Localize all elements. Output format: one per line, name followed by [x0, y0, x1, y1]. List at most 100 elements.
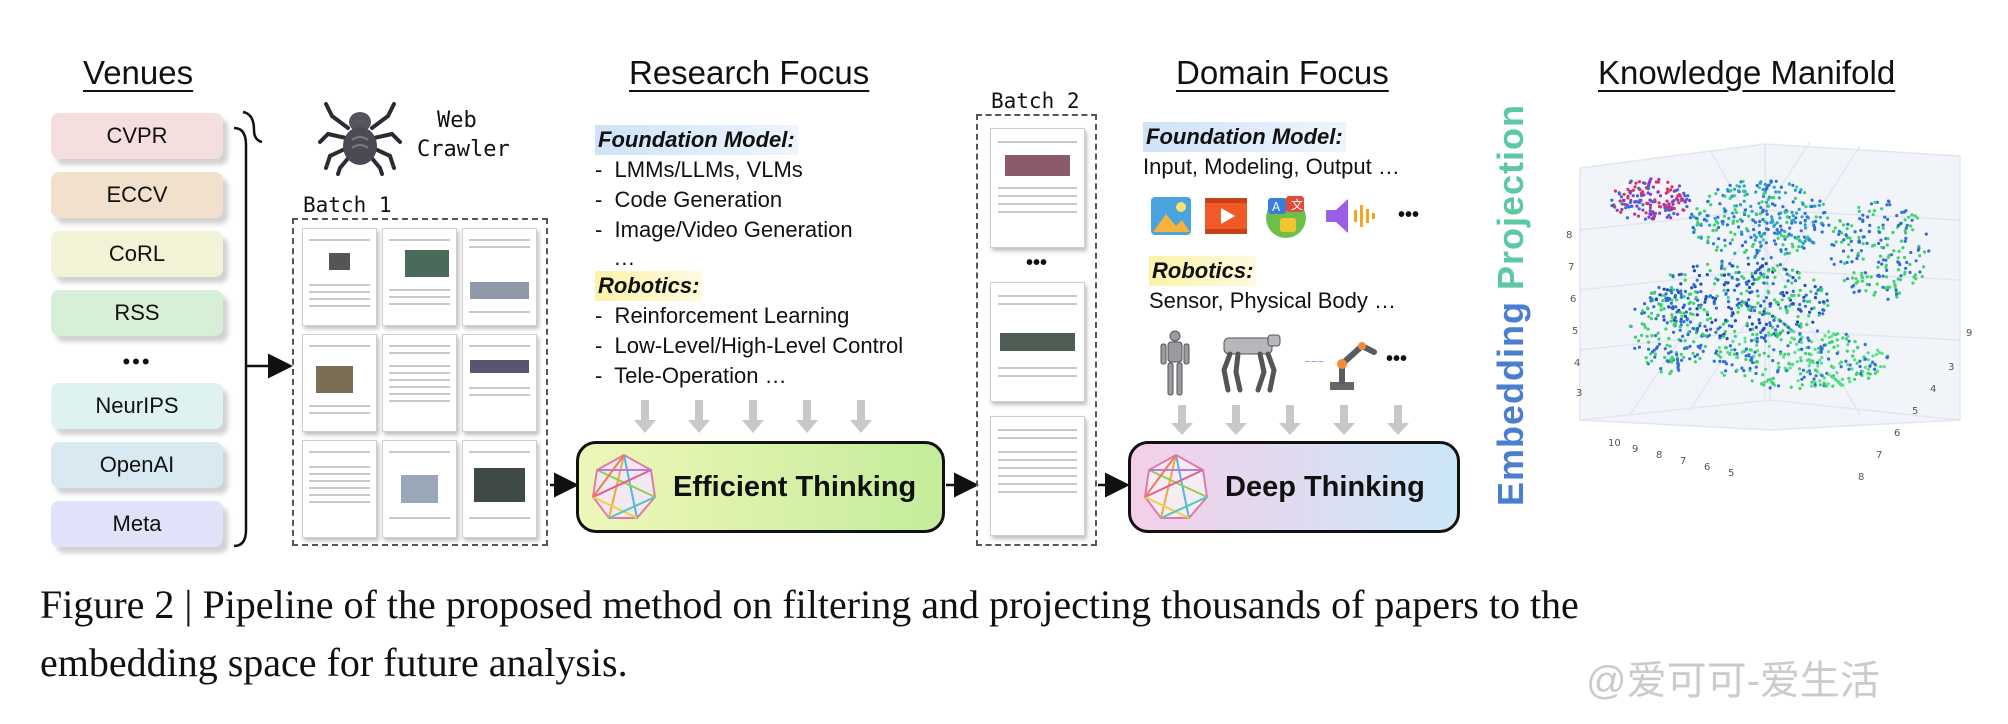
embedding-point	[1692, 283, 1695, 286]
embedding-point	[1694, 290, 1697, 293]
embedding-point	[1729, 189, 1732, 192]
embedding-point	[1665, 292, 1668, 295]
embedding-point	[1610, 199, 1613, 202]
embedding-point	[1809, 361, 1812, 364]
embedding-point	[1638, 180, 1641, 183]
embedding-point	[1660, 370, 1663, 373]
embedding-point	[1726, 289, 1729, 292]
embedding-point	[1655, 347, 1658, 350]
embedding-point	[1768, 196, 1771, 199]
embedding-point	[1731, 264, 1734, 267]
embedding-point	[1649, 193, 1652, 196]
embedding-point	[1762, 232, 1765, 235]
embedding-point	[1795, 212, 1798, 215]
embedding-point	[1758, 234, 1761, 237]
paper-thumb	[302, 334, 377, 432]
embedding-point	[1659, 194, 1662, 197]
embedding-point	[1640, 334, 1643, 337]
embedding-point	[1817, 288, 1820, 291]
embedding-point	[1843, 279, 1846, 282]
embedding-point	[1774, 243, 1777, 246]
embedding-point	[1663, 307, 1666, 310]
embedding-point	[1743, 194, 1746, 197]
embedding-point	[1879, 365, 1882, 368]
embedding-point	[1832, 230, 1835, 233]
embedding-point	[1756, 289, 1759, 292]
embedding-point	[1916, 216, 1919, 219]
embedding-point	[1810, 353, 1813, 356]
df-robotics-title: Robotics:	[1149, 256, 1256, 286]
embedding-point	[1742, 277, 1745, 280]
embedding-point	[1856, 346, 1859, 349]
embedding-point	[1870, 202, 1873, 205]
embedding-point	[1629, 201, 1632, 204]
deep-thinking-box: Deep Thinking	[1128, 441, 1460, 533]
embedding-point	[1810, 385, 1813, 388]
embedding-point	[1875, 353, 1878, 356]
robot-arm-icon: ~~~	[1302, 334, 1380, 392]
embedding-point	[1735, 284, 1738, 287]
embedding-point	[1736, 356, 1739, 359]
embedding-point	[1687, 297, 1690, 300]
embedding-point	[1682, 356, 1685, 359]
embedding-point	[1894, 285, 1897, 288]
embedding-point	[1729, 231, 1732, 234]
embedding-point	[1840, 365, 1843, 368]
embedding-point	[1906, 224, 1909, 227]
embedding-point	[1670, 313, 1673, 316]
embedding-point	[1757, 318, 1760, 321]
embedding-point	[1749, 367, 1752, 370]
embedding-point	[1724, 369, 1727, 372]
embedding-point	[1762, 281, 1765, 284]
embedding-point	[1648, 199, 1651, 202]
embedding-point	[1769, 302, 1772, 305]
embedding-point	[1788, 304, 1791, 307]
embedding-point	[1800, 348, 1803, 351]
embedding-point	[1714, 319, 1717, 322]
embedding-point	[1622, 199, 1625, 202]
paper-thumb	[382, 334, 457, 432]
embedding-point	[1750, 358, 1753, 361]
embedding-point	[1765, 262, 1768, 265]
embedding-point	[1761, 200, 1764, 203]
embedding-point	[1614, 189, 1617, 192]
embedding-point	[1864, 271, 1867, 274]
embedding-point	[1676, 289, 1679, 292]
embedding-point	[1751, 306, 1754, 309]
embedding-point	[1765, 296, 1768, 299]
embedding-point	[1876, 266, 1879, 269]
embedding-point	[1655, 180, 1658, 183]
embedding-point	[1885, 203, 1888, 206]
embedding-point	[1679, 339, 1682, 342]
embedding-point	[1742, 190, 1745, 193]
embedding-point	[1797, 245, 1800, 248]
embedding-point	[1647, 315, 1650, 318]
embedding-point	[1850, 249, 1853, 252]
embedding-point	[1620, 195, 1623, 198]
embedding-point	[1866, 283, 1869, 286]
embedding-point	[1709, 328, 1712, 331]
embedding-point	[1752, 355, 1755, 358]
embedding-point	[1826, 216, 1829, 219]
embedding-point	[1827, 382, 1830, 385]
embedding-point	[1763, 307, 1766, 310]
embedding-point	[1698, 212, 1701, 215]
embedding-point	[1857, 236, 1860, 239]
embedding-point	[1796, 315, 1799, 318]
embedding-point	[1828, 341, 1831, 344]
embedding-point	[1650, 334, 1653, 337]
embedding-point	[1703, 308, 1706, 311]
embedding-point	[1658, 343, 1661, 346]
embedding-point	[1780, 234, 1783, 237]
embedding-point	[1693, 355, 1696, 358]
embedding-point	[1822, 224, 1825, 227]
embedding-point	[1836, 332, 1839, 335]
embedding-point	[1852, 350, 1855, 353]
embedding-point	[1703, 210, 1706, 213]
embedding-point	[1692, 340, 1695, 343]
embedding-point	[1757, 294, 1760, 297]
embedding-point	[1871, 354, 1874, 357]
paper-thumb	[302, 228, 377, 326]
embedding-point	[1684, 339, 1687, 342]
embedding-point	[1827, 350, 1830, 353]
